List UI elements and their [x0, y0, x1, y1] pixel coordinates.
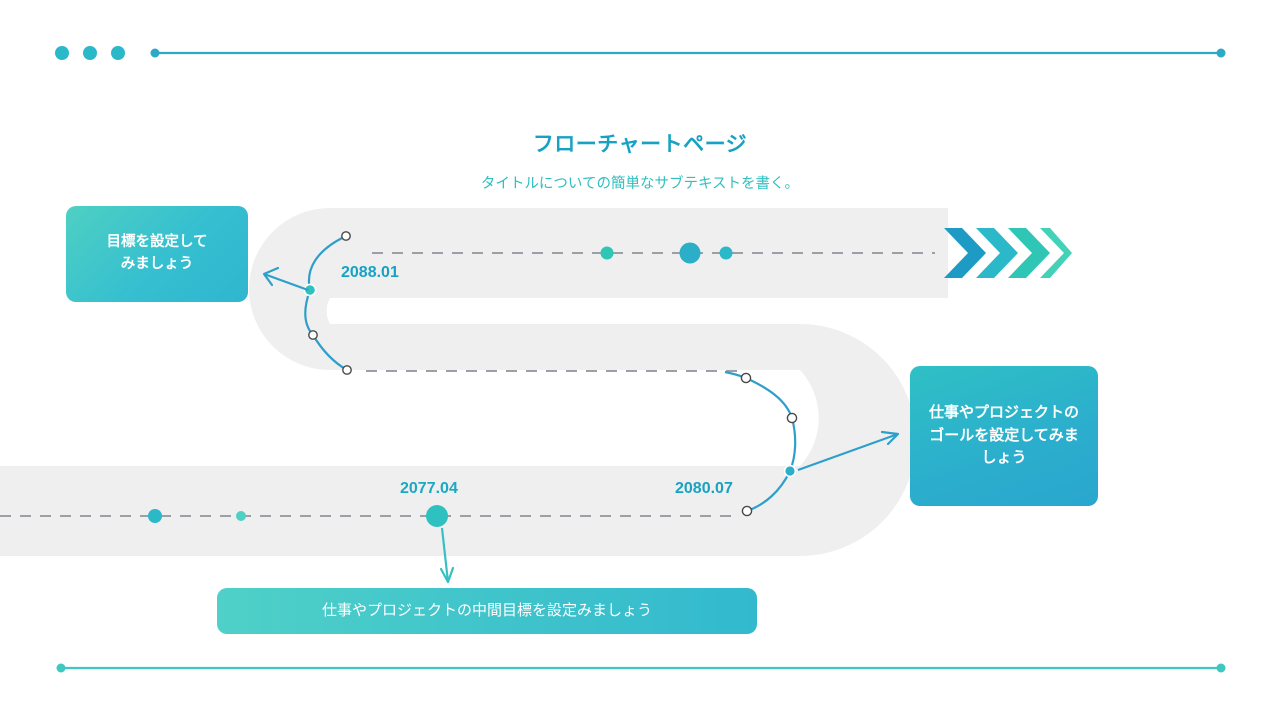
rule-line-cap-left [150, 48, 160, 58]
marker-lower-2 [236, 511, 246, 521]
callout-milestone[interactable]: 仕事やプロジェクトの中間目標を設定みましょう [217, 588, 757, 634]
node-filled-2088 [303, 283, 317, 297]
bottom-rule-cap-right [1216, 663, 1226, 673]
bottom-rule-cap-left [56, 663, 66, 673]
callout-connectors [262, 266, 900, 584]
node-open-3 [342, 365, 352, 375]
curve-nodes [303, 231, 798, 517]
route-curve-left [304, 236, 348, 371]
milestone-label-2088: 2088.01 [341, 264, 399, 281]
arrow-to-curve-node [797, 432, 899, 472]
marker-lower-1 [148, 509, 162, 523]
upper-track-markers [600, 242, 733, 264]
node-open-2 [308, 330, 318, 340]
arrow-to-lower-track [440, 527, 450, 583]
node-filled-curve [783, 464, 797, 478]
marker-lower-3-2077 [426, 505, 448, 527]
dashed-path [0, 252, 935, 517]
arrow-to-upper-track [263, 272, 309, 292]
lower-track-markers [148, 505, 448, 527]
callout-milestone-label: 仕事やプロジェクトの中間目標を設定みましょう [321, 601, 652, 619]
chevron-arrow-group [944, 228, 1072, 278]
callout-set-goal-line1: 目標を設定して [106, 234, 208, 251]
marker-upper-2 [679, 242, 701, 264]
marker-upper-1 [600, 246, 614, 260]
top-horizontal-rule [55, 46, 1226, 60]
callout-set-goal[interactable]: 目標を設定して みましょう [66, 206, 248, 302]
milestone-label-2080: 2080.07 [675, 480, 733, 497]
rule-dot-2 [83, 46, 97, 60]
rule-dot-3 [111, 46, 125, 60]
chevron-3 [1008, 228, 1050, 278]
chevron-4 [1040, 228, 1072, 278]
node-open-1 [341, 231, 351, 241]
chevron-1 [944, 228, 986, 278]
callout-set-goal-line2: みましょう [120, 256, 194, 272]
node-open-6 [741, 505, 753, 517]
rule-line-cap-right [1216, 48, 1226, 58]
milestone-label-2077: 2077.04 [400, 480, 458, 497]
callout-set-goal-label: 目標を設定して みましょう [106, 232, 207, 276]
node-open-4 [740, 372, 752, 384]
marker-upper-3 [719, 246, 733, 260]
node-open-5 [786, 412, 798, 424]
page-subtitle: タイトルについての簡単なサブテキストを書く。 [480, 176, 800, 192]
page-title: フローチャートページ [532, 133, 748, 156]
chevron-2 [976, 228, 1018, 278]
bottom-horizontal-rule [56, 663, 1226, 673]
callout-project-goal[interactable]: 仕事やプロジェクトのゴールを設定してみましょう [910, 366, 1098, 506]
callout-project-goal-label: 仕事やプロジェクトのゴールを設定してみましょう [928, 404, 1079, 467]
rule-dot-1 [55, 46, 69, 60]
